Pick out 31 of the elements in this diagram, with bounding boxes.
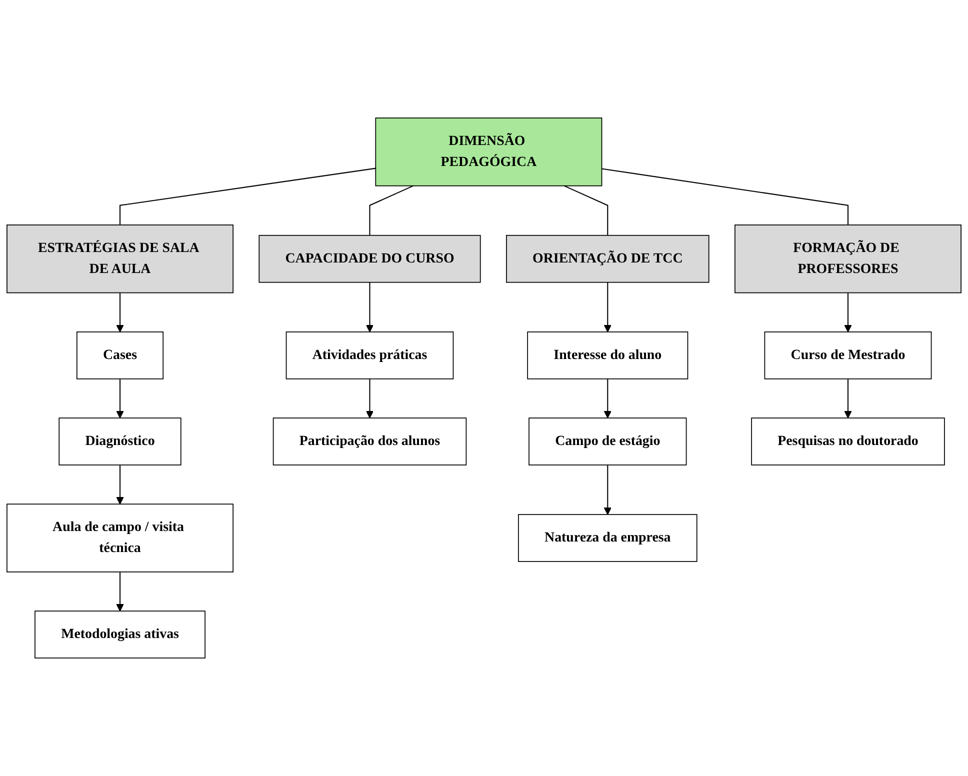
arrow: [366, 378, 374, 418]
node-box: Curso de Mestrado: [764, 331, 932, 380]
node-box: Participação dos alunos: [272, 418, 467, 466]
node-box: Aula de campo / visita técnica: [6, 504, 234, 572]
node-box: Pesquisas no doutorado: [751, 418, 945, 466]
connector: [602, 168, 849, 225]
arrow: [604, 282, 612, 332]
node-box: Atividades práticas: [286, 331, 454, 380]
arrow: [844, 378, 852, 418]
arrow: [116, 464, 124, 504]
node-box: Diagnóstico: [58, 418, 182, 466]
arrow: [116, 572, 124, 612]
connector: [369, 185, 414, 236]
node-box: Natureza da empresa: [518, 514, 698, 562]
node-box: Cases: [76, 331, 164, 380]
node-box: Metodologias ativas: [34, 610, 206, 658]
connector: [564, 185, 608, 236]
node-box: Interesse do aluno: [527, 331, 688, 380]
node-box: ORIENTAÇÃO DE TCC: [506, 234, 710, 283]
connector: [119, 168, 376, 225]
arrow: [604, 378, 612, 418]
arrow: [366, 282, 374, 332]
arrow: [844, 292, 852, 332]
arrow: [116, 292, 124, 332]
node-box: CAPACIDADE DO CURSO: [258, 234, 481, 283]
arrow: [116, 378, 124, 418]
node-box: FORMAÇÃO DE PROFESSORES: [734, 224, 962, 294]
node-box: DIMENSÃO PEDAGÓGICA: [375, 118, 602, 186]
node-box: Campo de estágio: [528, 418, 687, 466]
arrow: [604, 464, 612, 515]
node-box: ESTRATÉGIAS DE SALA DE AULA: [6, 224, 234, 294]
